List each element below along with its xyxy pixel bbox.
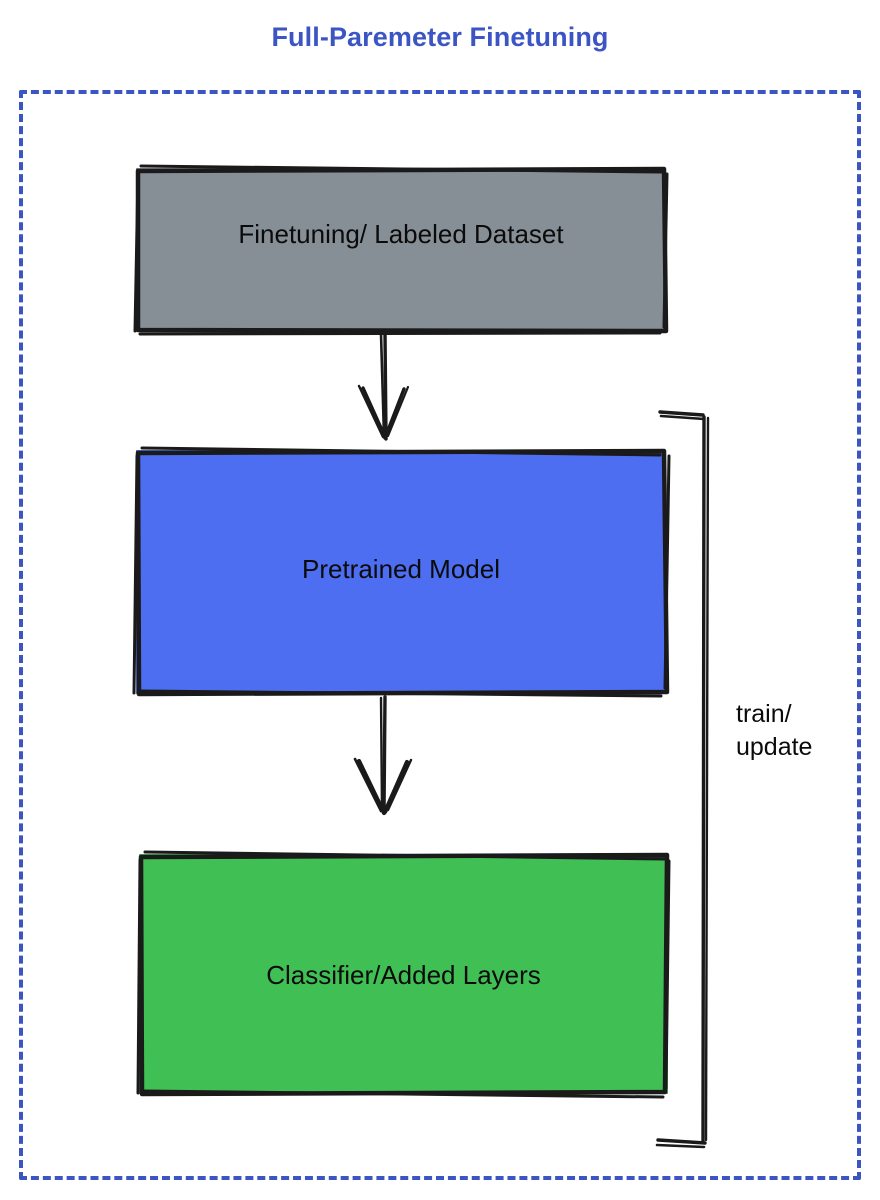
- page-title: Full-Paremeter Finetuning: [271, 22, 609, 52]
- node-finetuning-dataset[interactable]: [136, 168, 666, 332]
- connector-feedback-loop-label: train/ update: [736, 700, 813, 761]
- node-pretrained-model-label: Pretrained Model: [302, 554, 500, 584]
- arrow-pretrained-to-classifier: [353, 695, 413, 816]
- node-finetuning-dataset-fill: [136, 168, 666, 332]
- arrow-dataset-to-pretrained: [357, 331, 410, 441]
- node-finetuning-dataset-label: Finetuning/ Labeled Dataset: [238, 219, 564, 249]
- node-classifier-added-layers-label: Classifier/Added Layers: [266, 960, 541, 990]
